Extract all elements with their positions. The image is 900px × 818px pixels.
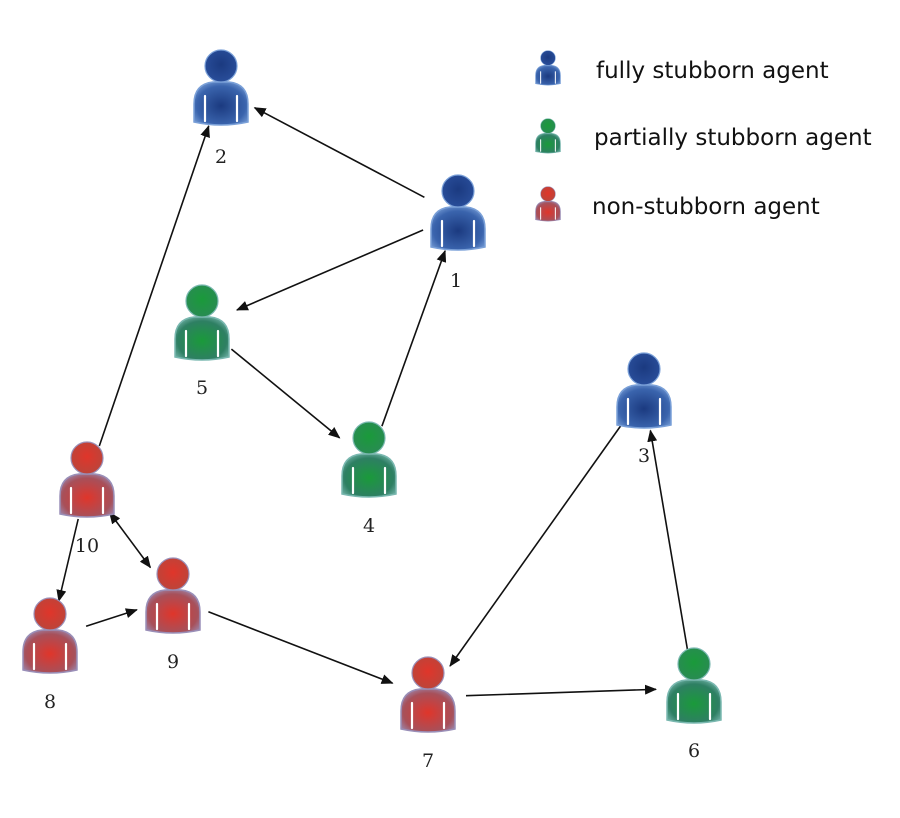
agent-9-icon	[145, 557, 201, 634]
edge-10-to-2	[98, 125, 210, 447]
edge-10-to-8	[56, 518, 79, 602]
edge-1-to-5	[235, 229, 424, 311]
agent-1-icon	[430, 174, 486, 251]
edge-5-to-4	[230, 348, 341, 439]
legend-fully-icon	[535, 50, 561, 86]
agent-5-icon	[174, 284, 230, 361]
edge-4-to-1	[381, 249, 447, 427]
edge-3-to-7	[449, 423, 623, 667]
agent-5-label: 5	[196, 377, 208, 399]
legend-label-fully: fully stubborn agent	[596, 58, 829, 84]
edge-7-to-6	[465, 684, 657, 697]
agent-9-label: 9	[167, 651, 179, 673]
agent-8-icon	[22, 597, 78, 674]
agent-1-label: 1	[450, 270, 462, 292]
agent-2-icon	[193, 49, 249, 126]
edge-6-to-3	[647, 429, 689, 651]
agent-8-label: 8	[44, 691, 56, 713]
agent-10-icon	[59, 441, 115, 518]
legend-partial-icon	[535, 118, 561, 154]
agent-7-icon	[400, 656, 456, 733]
edge-1-to-2	[253, 106, 425, 199]
agent-7-label: 7	[422, 750, 434, 772]
agent-2-label: 2	[215, 146, 227, 168]
edge-9-to-7	[208, 611, 394, 684]
legend-label-partial: partially stubborn agent	[594, 125, 872, 151]
edge-8-to-9	[85, 608, 138, 627]
legend: fully stubborn agent partially stubborn a…	[535, 50, 872, 222]
agents-layer: 1 2 3 4 5 6 7 8 9 10	[22, 49, 722, 772]
agent-4-icon	[341, 421, 397, 498]
agent-3-label: 3	[638, 445, 650, 467]
edge-10-to-9	[108, 511, 152, 569]
edges-layer	[56, 106, 689, 697]
agent-6-icon	[666, 647, 722, 724]
agent-4-label: 4	[363, 515, 375, 537]
agent-6-label: 6	[688, 740, 700, 762]
agent-3-icon	[616, 352, 672, 429]
agent-10-label: 10	[75, 535, 99, 557]
legend-label-non: non-stubborn agent	[592, 194, 820, 220]
legend-non-icon	[535, 186, 561, 222]
